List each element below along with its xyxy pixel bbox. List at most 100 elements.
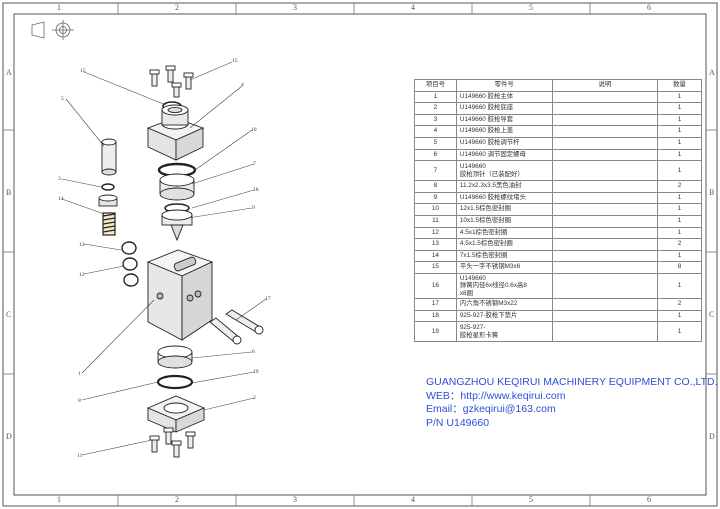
col-label-1: 1 [57, 3, 61, 12]
bom-description [551, 321, 659, 343]
bom-part-no: 925-927-胶枪星形卡簧 [455, 321, 553, 343]
bom-item-no: 11 [414, 214, 457, 228]
balloon-9: 9 [252, 205, 255, 211]
balloon-10: 10 [251, 127, 257, 133]
bom-part-no: U149660 胶枪上盖 [455, 125, 553, 138]
bom-part-no: 10x1.5棕色密封圈 [455, 214, 553, 228]
bom-quantity: 1 [657, 309, 702, 323]
bom-quantity: 1 [657, 203, 702, 216]
bom-part-no: U149660 胶枪底座 [455, 102, 553, 115]
row-label-d-right: D [709, 432, 715, 441]
bom-part-no: U149660 胶枪主体 [455, 90, 553, 104]
bom-part-no: 内六角不锈钢M3x22 [455, 297, 553, 311]
bom-item-no: 3 [414, 113, 457, 127]
balloon-5: 5 [61, 96, 64, 102]
bom-quantity: 1 [657, 249, 702, 263]
bom-description [551, 160, 659, 182]
bom-description [551, 203, 659, 216]
spring-part [102, 212, 116, 236]
bom-quantity: 1 [657, 214, 702, 228]
bom-description [551, 191, 659, 205]
bom-item-no: 15 [414, 261, 457, 274]
bottom-seal-part [156, 374, 194, 390]
bom-description [551, 238, 659, 251]
row-label-b: B [6, 188, 12, 197]
bom-description [551, 125, 659, 138]
bom-quantity: 2 [657, 297, 702, 311]
balloon-8: 8 [78, 398, 81, 404]
bom-item-no: 9 [414, 191, 457, 205]
bom-description [551, 309, 659, 323]
row-label-a-right: A [709, 68, 715, 77]
bottom-screws-part [149, 427, 196, 458]
balloon-15b: 15 [232, 58, 238, 64]
col-label-2-bottom: 2 [175, 495, 179, 504]
company-info: GUANGZHOU KEQIRUI MACHINERY EQUIPMENT CO… [426, 376, 718, 430]
bom-description [551, 148, 659, 162]
needle-part [161, 209, 193, 242]
bom-item-no: 5 [414, 136, 457, 150]
company-email: Email：gzkeqirui@163.com [426, 403, 556, 415]
balloon-18: 18 [253, 187, 259, 193]
bom-description [551, 102, 659, 115]
balloon-labels: 15 15 4 5 10 7 3 18 14 9 13 12 1 6 8 19 … [58, 58, 271, 459]
bom-item-no: 17 [414, 297, 457, 311]
bottom-sleeve-part [157, 345, 193, 369]
header-part-no: 零件号 [455, 79, 553, 92]
balloon-4: 4 [241, 82, 244, 88]
bom-quantity: 1 [657, 160, 702, 182]
inner-border [13, 13, 707, 496]
bom-quantity: 2 [657, 180, 702, 193]
row-label-c-right: C [709, 310, 715, 319]
bom-part-no: U149660 胶枪螺纹堵头 [455, 191, 553, 205]
bom-quantity: 1 [657, 191, 702, 205]
row-label-c: C [6, 310, 12, 319]
col-label-6-bottom: 6 [647, 495, 651, 504]
leader-lines [61, 61, 267, 456]
bom-quantity: 1 [657, 102, 702, 115]
col-label-3-bottom: 3 [293, 495, 297, 504]
bom-quantity: 1 [657, 90, 702, 104]
balloon-17: 17 [265, 296, 271, 302]
side-oring-3 [123, 273, 139, 287]
balloon-3: 3 [58, 176, 61, 182]
bom-quantity: 2 [657, 238, 702, 251]
bom-part-no: 4.5x1.5棕色密封圈 [455, 238, 553, 251]
bom-item-no: 13 [414, 238, 457, 251]
top-screws-part [149, 65, 194, 98]
col-label-6: 6 [647, 3, 651, 12]
bom-item-no: 16 [414, 272, 457, 299]
side-oring-2 [122, 257, 138, 271]
bom-item-no: 1 [414, 90, 457, 104]
bom-part-no: 平头一字不锈钢M3x6 [455, 261, 553, 274]
bom-part-no: U149660 胶枪导套 [455, 113, 553, 127]
col-label-5-bottom: 5 [529, 495, 533, 504]
header-description: 说明 [551, 79, 659, 92]
bom-description [551, 214, 659, 228]
bom-description [551, 90, 659, 104]
bom-quantity: 1 [657, 136, 702, 150]
balloon-2: 2 [253, 395, 256, 401]
main-body-part [146, 249, 214, 341]
bom-quantity: 1 [657, 272, 702, 299]
bom-quantity: 8 [657, 261, 702, 274]
bom-item-no: 6 [414, 148, 457, 162]
col-label-4-bottom: 4 [411, 495, 415, 504]
bom-description [551, 261, 659, 274]
bom-description [551, 272, 659, 299]
balloon-7: 7 [253, 161, 256, 167]
side-oring-1 [121, 241, 137, 255]
